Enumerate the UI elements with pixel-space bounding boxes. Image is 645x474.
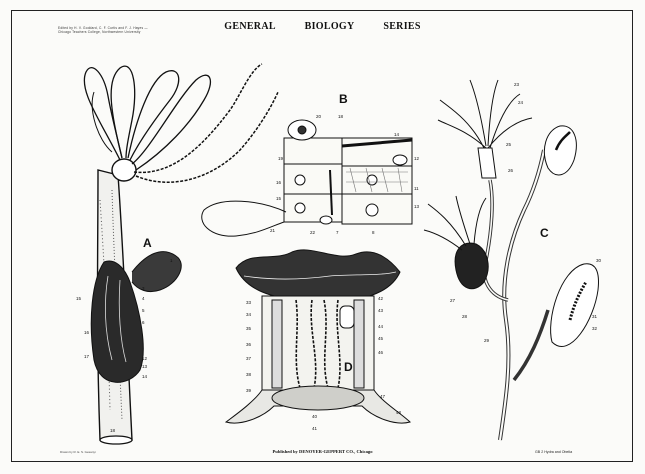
callout-b-13: 13 xyxy=(414,204,420,209)
panel-label-b: B xyxy=(339,92,348,106)
callout-d-40: 40 xyxy=(312,414,318,419)
callout-a-4: 4 xyxy=(142,296,145,301)
panel-label-c: C xyxy=(540,226,549,240)
panel-label-a: A xyxy=(143,236,152,250)
callout-b-22: 22 xyxy=(310,230,316,235)
callout-d-43: 43 xyxy=(378,308,384,313)
callout-c-27: 27 xyxy=(450,298,456,303)
callout-b-19: 19 xyxy=(278,156,284,161)
callout-d-44: 44 xyxy=(378,324,384,329)
callout-b-7: 7 xyxy=(336,230,339,235)
callout-a-16: 16 xyxy=(84,330,90,335)
callout-d-38: 38 xyxy=(246,372,252,377)
callout-c-29: 29 xyxy=(484,338,490,343)
callout-c-25: 25 xyxy=(506,142,512,147)
callout-d-45: 45 xyxy=(378,336,384,341)
callout-d-47: 47 xyxy=(380,394,386,399)
callout-c-28: 28 xyxy=(462,314,468,319)
callout-b-14: 14 xyxy=(394,132,400,137)
callout-d-46: 46 xyxy=(378,350,384,355)
callout-a-13: 13 xyxy=(142,364,148,369)
callout-c-32: 32 xyxy=(592,326,598,331)
callout-d-42: 42 xyxy=(378,296,384,301)
callout-b-12: 12 xyxy=(414,156,420,161)
obelia-drawing xyxy=(424,80,598,440)
callout-b-16: 16 xyxy=(276,180,282,185)
callout-a-5: 5 xyxy=(142,308,145,313)
callout-c-31: 31 xyxy=(592,314,598,319)
callout-b-15: 15 xyxy=(276,196,282,201)
hydra-drawing xyxy=(84,64,278,444)
callout-d-34: 34 xyxy=(246,312,252,317)
callout-b-18: 18 xyxy=(338,114,344,119)
callout-c-23: 23 xyxy=(514,82,520,87)
callout-a-14: 14 xyxy=(142,374,148,379)
callout-d-39: 39 xyxy=(246,388,252,393)
cell-detail-drawing xyxy=(202,120,412,236)
callout-c-30: 30 xyxy=(596,258,602,263)
callout-a-17: 17 xyxy=(84,354,90,359)
callout-b-11: 11 xyxy=(414,186,419,191)
callout-a-18: 18 xyxy=(110,428,116,433)
callout-b-21: 21 xyxy=(270,228,276,233)
callout-d-36: 36 xyxy=(246,342,252,347)
chart-identifier: GB 2 Hydra and Obelia xyxy=(535,450,572,454)
callout-d-37: 37 xyxy=(246,356,252,361)
callout-d-33: 33 xyxy=(246,300,252,305)
callout-c-26: 26 xyxy=(508,168,514,173)
callout-b-8: 8 xyxy=(372,230,375,235)
panel-label-d: D xyxy=(344,360,353,374)
callout-d-48: 48 xyxy=(396,410,402,415)
callout-c-24: 24 xyxy=(518,100,524,105)
callout-b-20: 20 xyxy=(316,114,322,119)
callout-a-15: 15 xyxy=(76,296,82,301)
callout-a-12: 12 xyxy=(142,356,148,361)
callout-a-6: 6 xyxy=(142,320,145,325)
callout-d-41: 41 xyxy=(312,426,318,431)
callout-d-35: 35 xyxy=(246,326,252,331)
